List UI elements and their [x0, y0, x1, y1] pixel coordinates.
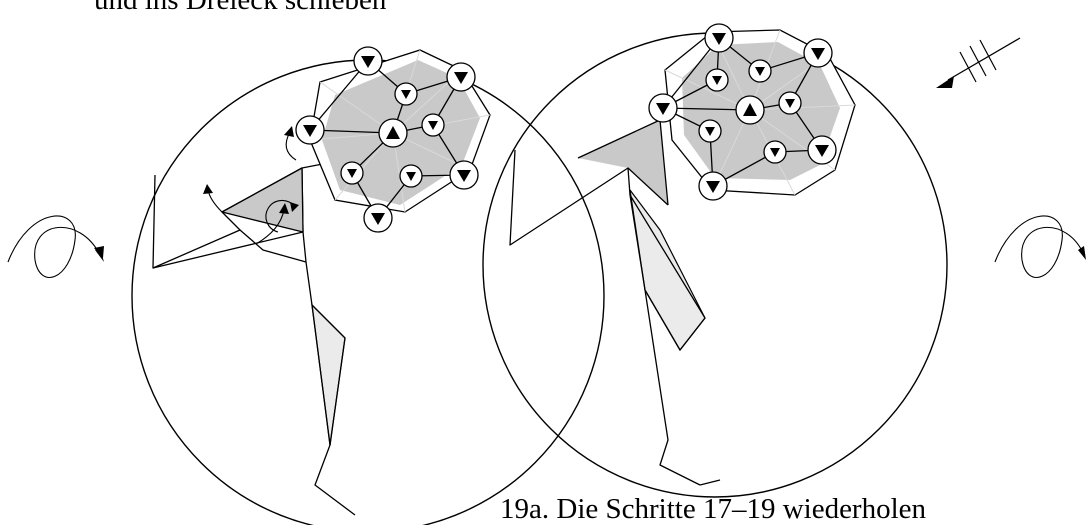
- left-step-view: [131, 46, 605, 525]
- repeat-arrow-icon: [936, 37, 1021, 88]
- right-model-body: [509, 119, 721, 486]
- right-step-view: [482, 23, 948, 498]
- mountain-valley-markers: [295, 46, 479, 233]
- step-caption-bottom: 19a. Die Schritte 17–19 wiederholen: [500, 493, 927, 525]
- rotate-arrow-icon: [203, 184, 299, 245]
- right-mountain-valley-markers: [648, 23, 837, 201]
- turn-over-icon: [7, 215, 104, 278]
- left-crease-pattern: [284, 46, 491, 233]
- step-caption-top: und ins Dreieck schieben: [94, 0, 387, 16]
- turn-over-icon-right: [994, 215, 1086, 278]
- right-crease-pattern: [648, 23, 856, 201]
